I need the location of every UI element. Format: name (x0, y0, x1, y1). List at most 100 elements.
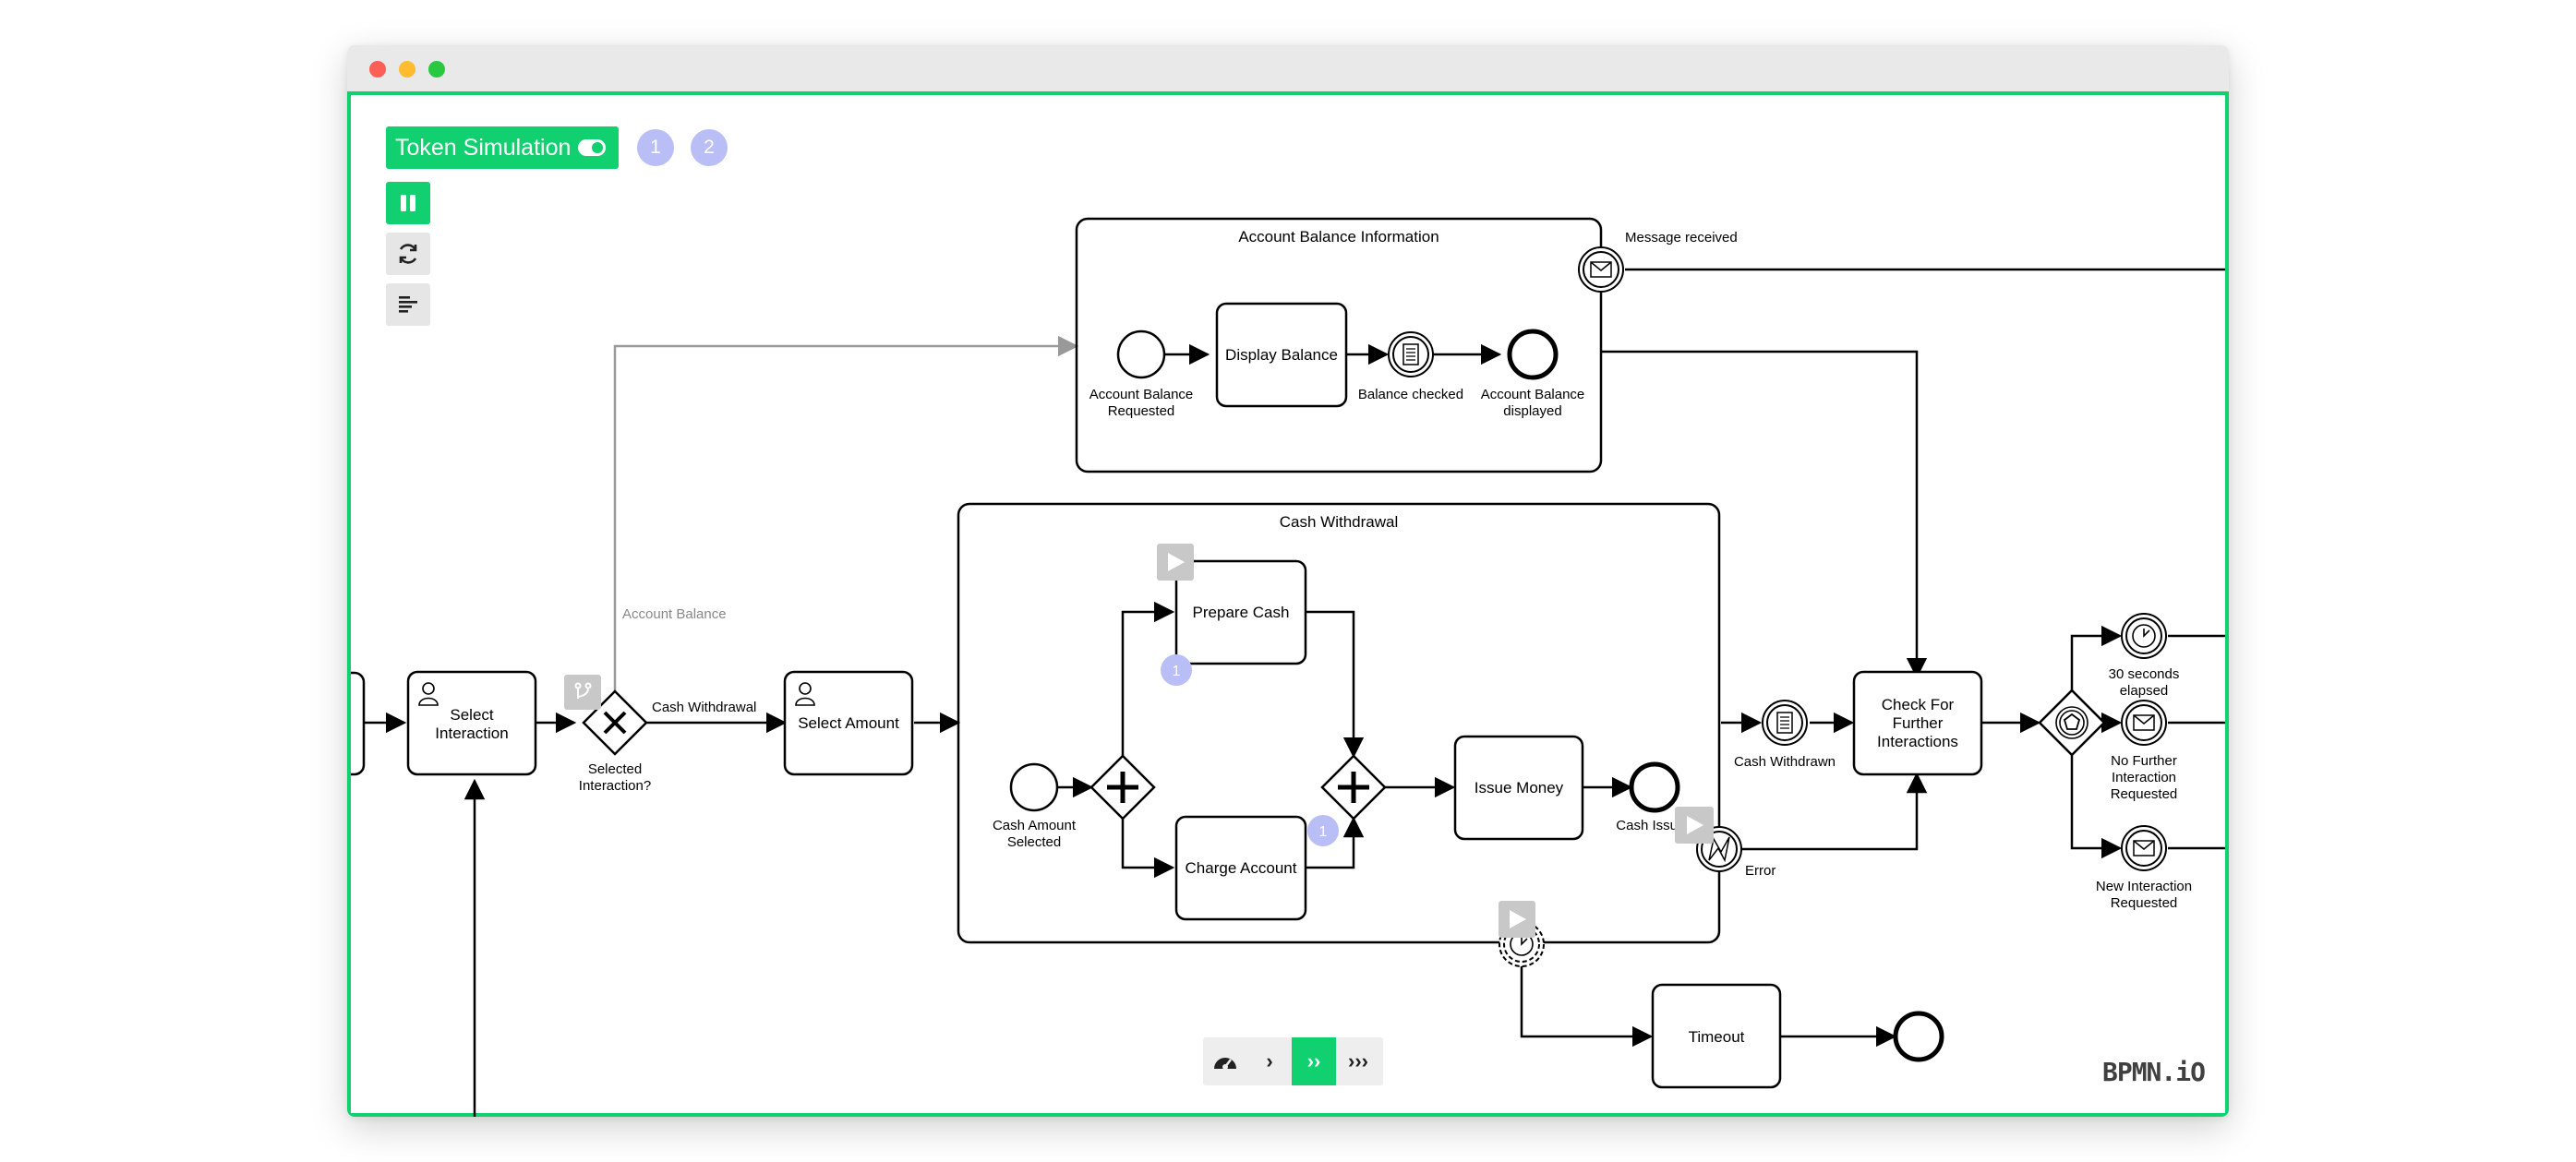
sequence-flow[interactable] (2070, 755, 2123, 859)
intermediate-event-balance-checked[interactable]: Balance checked (1358, 331, 1463, 402)
scope-badge-2[interactable]: 2 (691, 129, 728, 166)
triple-chevron-right-icon: ››› (1348, 1049, 1368, 1072)
bpmn-canvas[interactable]: Account Balance Information Cash Withdra… (347, 91, 2229, 1117)
task-partial[interactable] (351, 671, 366, 776)
svg-text:Selected: Selected (1007, 834, 1061, 850)
intermediate-event-cash-withdrawn[interactable]: Cash Withdrawn (1734, 700, 1836, 770)
scope-badge-1[interactable]: 1 (637, 129, 674, 166)
parallel-gateway-split[interactable] (1089, 754, 1156, 821)
svg-text:Select Amount: Select Amount (798, 714, 899, 732)
svg-text:Account Balance: Account Balance (1481, 387, 1585, 402)
maximize-window-button[interactable] (428, 61, 445, 78)
task-display-balance[interactable]: Display Balance (1215, 302, 1348, 408)
sequence-flow[interactable] (1121, 819, 1175, 879)
start-event-cash-amount-selected[interactable]: Cash Amount Selected (993, 762, 1077, 850)
sequence-flow[interactable] (1520, 944, 1654, 1048)
svg-text:Requested: Requested (1108, 403, 1175, 419)
play-icon (1687, 816, 1703, 834)
speed-fastest-button[interactable]: ››› (1336, 1037, 1380, 1085)
log-button[interactable] (386, 283, 430, 326)
user-task-icon (418, 682, 439, 706)
subprocess-cash-withdrawal[interactable] (957, 502, 1721, 944)
message-event-new-interaction[interactable]: New Interaction Requested (2096, 825, 2192, 911)
clock-icon (2132, 624, 2156, 648)
chevron-right-icon: › (1266, 1049, 1273, 1072)
svg-text:No Further: No Further (2111, 753, 2177, 769)
svg-text:Balance checked: Balance checked (1358, 387, 1463, 402)
svg-text:Requested: Requested (2111, 786, 2178, 802)
envelope-icon (2133, 840, 2155, 857)
boundary-event-message-received[interactable]: Message received (1578, 230, 1738, 293)
flow-label-account-balance: Account Balance (622, 606, 727, 622)
sequence-flow[interactable] (2070, 625, 2123, 690)
speed-normal-button[interactable]: › (1247, 1037, 1292, 1085)
envelope-icon (2133, 714, 2155, 731)
flow-label-cash-withdrawal: Cash Withdrawal (652, 700, 756, 715)
sequence-flow-account-balance[interactable] (613, 335, 1079, 693)
svg-text:Select: Select (450, 706, 494, 724)
task-charge-account[interactable]: Charge Account (1174, 815, 1307, 921)
sequence-flow[interactable] (1302, 816, 1365, 869)
task-timeout[interactable]: Timeout (1651, 983, 1782, 1089)
toggle-switch-icon (578, 139, 607, 156)
svg-text:1: 1 (1173, 664, 1181, 679)
task-issue-money[interactable]: Issue Money (1453, 735, 1584, 841)
fork-icon (574, 682, 592, 699)
sequence-flow[interactable] (1719, 772, 1928, 851)
trigger-timer-button[interactable] (1499, 901, 1535, 938)
svg-text:30 seconds: 30 seconds (2109, 666, 2180, 682)
svg-text:Timeout: Timeout (1689, 1028, 1745, 1046)
task-check-further-interactions[interactable]: Check For Further Interactions (1852, 670, 1983, 776)
task-prepare-cash[interactable]: Prepare Cash (1174, 559, 1307, 665)
end-event-account-balance-displayed[interactable]: Account Balance displayed (1481, 329, 1585, 419)
subprocess-account-balance[interactable] (1075, 217, 1603, 473)
svg-text:Check For: Check For (1882, 696, 1955, 713)
message-event-no-further-interaction[interactable]: No Further Interaction Requested (2111, 700, 2178, 802)
window-titlebar (347, 45, 2229, 91)
bpmn-diagram[interactable]: Account Balance Information Cash Withdra… (351, 95, 2225, 1117)
token-simulation-toggle[interactable]: Token Simulation (386, 126, 619, 169)
task-select-interaction[interactable]: Select Interaction (406, 670, 537, 776)
plus-icon (1107, 772, 1138, 803)
pentagon-icon (2063, 713, 2081, 730)
document-icon (1402, 343, 1419, 365)
svg-text:Selected: Selected (588, 761, 642, 777)
svg-text:Display Balance: Display Balance (1225, 346, 1338, 364)
svg-text:Further: Further (1893, 714, 1944, 732)
task-select-amount[interactable]: Select Amount (783, 670, 914, 776)
svg-text:Interaction: Interaction (435, 725, 508, 742)
end-event-timeout[interactable] (1893, 1011, 1944, 1062)
svg-text:Interactions: Interactions (1877, 733, 1958, 750)
bpmn-io-logo[interactable]: BPMN.iO (2101, 1057, 2206, 1087)
reset-button[interactable] (386, 233, 430, 275)
svg-text:1: 1 (1319, 824, 1328, 840)
event-based-gateway[interactable] (2038, 689, 2106, 757)
sequence-flow[interactable] (1601, 350, 1928, 679)
plus-icon (1338, 772, 1369, 803)
minimize-window-button[interactable] (399, 61, 415, 78)
speed-fast-button[interactable]: ›› (1292, 1037, 1336, 1085)
svg-text:Prepare Cash: Prepare Cash (1193, 604, 1290, 621)
double-chevron-right-icon: ›› (1306, 1049, 1321, 1072)
close-window-button[interactable] (369, 61, 386, 78)
svg-text:Interaction: Interaction (2112, 770, 2176, 785)
token-count-charge-account: 1 (1307, 815, 1339, 846)
timer-event-30-seconds[interactable]: 30 seconds elapsed (2109, 613, 2180, 699)
end-event-cash-issued[interactable]: Cash Issued (1616, 761, 1693, 833)
sequence-flow[interactable] (1302, 610, 1365, 759)
start-event-account-balance-requested[interactable]: Account Balance Requested (1089, 329, 1194, 419)
user-task-icon (795, 682, 815, 706)
trigger-prepare-cash-button[interactable] (1157, 544, 1194, 581)
subprocess-account-balance-label: Account Balance Information (1238, 228, 1438, 246)
svg-text:Cash Issued: Cash Issued (1616, 818, 1692, 833)
pause-icon (401, 195, 415, 211)
svg-text:Message received: Message received (1625, 230, 1738, 246)
token-simulation-label: Token Simulation (395, 134, 572, 161)
speed-gauge-button[interactable] (1203, 1037, 1247, 1085)
parallel-gateway-join[interactable] (1320, 754, 1387, 821)
gateway-set-sequence-flow-button[interactable] (564, 675, 601, 710)
trigger-error-button[interactable] (1675, 807, 1714, 844)
sequence-flow[interactable] (1121, 601, 1175, 756)
svg-text:Cash Withdrawn: Cash Withdrawn (1734, 754, 1836, 770)
pause-button[interactable] (386, 182, 430, 224)
